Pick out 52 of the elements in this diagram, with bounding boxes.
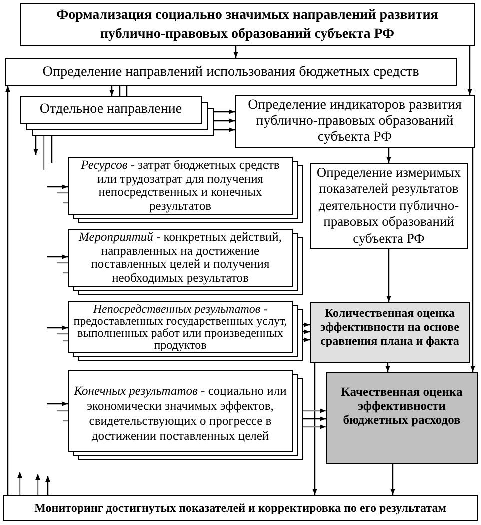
box-text: Ресурсов - затрат бюджетных средств или трудозатрат для получения непосредственных и конечных результатов [80,159,281,213]
arrow [303,322,310,328]
arrow [110,86,114,96]
arrow [303,408,326,414]
arrow [303,416,326,422]
connector-line [57,262,68,264]
stacked-box [68,229,303,295]
arrow [47,184,68,190]
connector-line [43,136,45,170]
connector-line [57,333,68,335]
stacked-box [68,157,303,223]
arrow [34,136,38,155]
arrow [214,118,235,124]
arrow [214,110,235,114]
process-box: Качественная оценка эффективности бюджетных расходов [326,372,478,464]
process-box: Определение измеримых показателей результатов деятельности публично-правовых образований субъекта РФ [310,163,468,249]
connector-line [126,86,128,96]
process-box: Определение индикаторов развития публично-правовых образований субъекта РФ [235,95,475,148]
arrow [18,472,22,495]
arrow [234,46,238,58]
arrow [468,46,472,95]
process-box: Мониторинг достигнутых показателей и корректировка по его результатам [3,495,478,521]
box-text: Отдельное направление [40,102,182,118]
arrow [303,338,310,342]
arrow [6,86,10,495]
arrow [312,363,318,495]
arrow [470,148,476,372]
arrow [390,464,396,495]
connector-line [119,86,121,96]
process-box: Определение направлений использования бюджетных средств [5,58,457,86]
arrow [47,326,68,330]
stacked-box [68,370,303,460]
connector-line [51,136,53,163]
box-text: Непосредственных результатов - предоставленных государственных услут, выполненных работ или произведенных продуктов [72,303,288,351]
title-box: Формализация социально значимых направлений развития публично-правовых образований субъекта РФ [20,3,475,46]
connector-line [57,192,68,194]
arrow [386,148,392,163]
arrow [386,249,392,302]
arrow [214,128,235,132]
box-text: Конечных результатов - социально или экономически значимых эффектов, свидетельствующих о прогрессе в достижении поставленных целей [73,384,288,444]
arrow [303,424,326,430]
stacked-box [68,301,303,361]
connector-line [57,410,68,412]
arrow [46,476,50,495]
arrow [47,254,68,260]
box-text: Мероприятий - конкретных действий, направленных на достижение поставленных целей и получения необходимых результатов [78,231,283,285]
arrow [386,363,390,372]
process-box: Количественная оценка эффективности на основе сравнения плана и факта [310,302,470,363]
stacked-box [20,96,214,136]
arrow [47,402,68,406]
arrow [36,474,40,495]
arrow [303,330,310,334]
